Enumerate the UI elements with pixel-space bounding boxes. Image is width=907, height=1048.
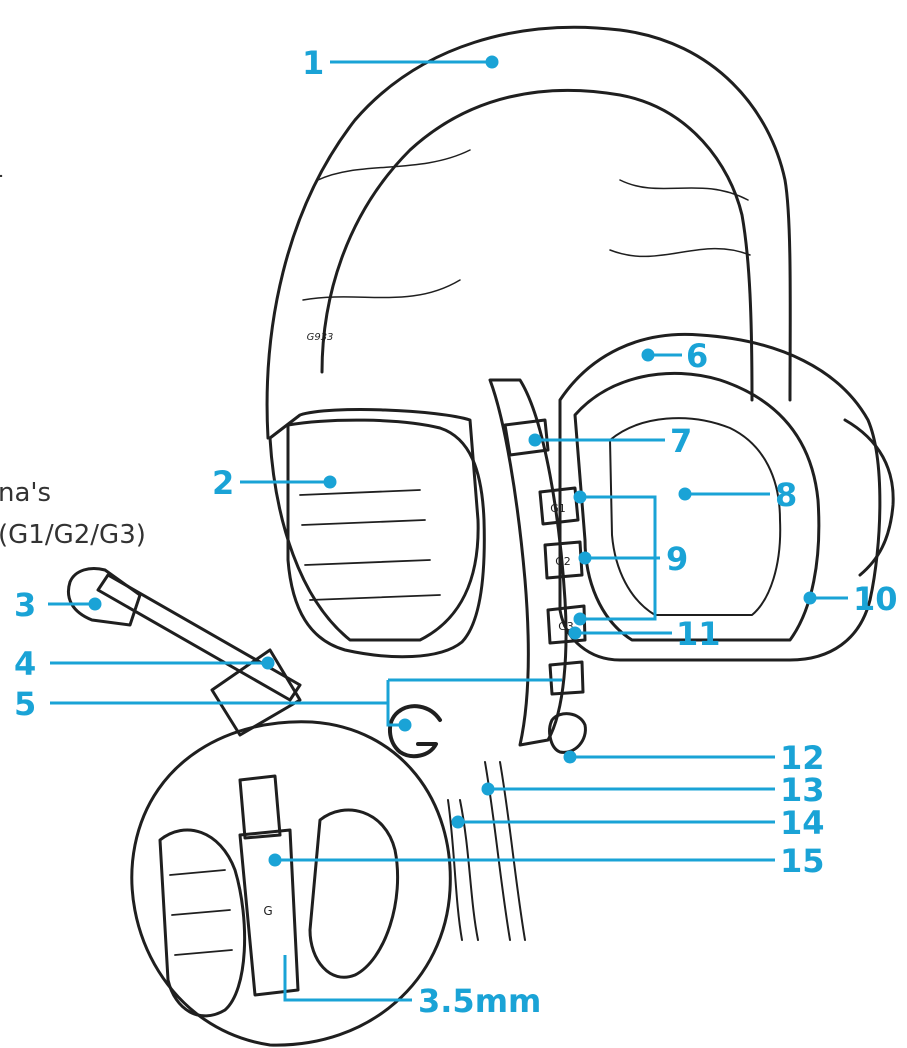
callout-line-6 <box>641 348 682 362</box>
callout-line-8 <box>678 487 770 501</box>
callout-14: 14 <box>780 804 825 842</box>
dongle-logo: G <box>263 904 272 918</box>
button-g3 <box>546 604 587 645</box>
mic-head <box>67 567 142 627</box>
button-g2-label: G2 <box>555 555 571 568</box>
left-text-line-1: na's <box>0 478 52 508</box>
button-g2 <box>543 540 584 580</box>
volume-wheel <box>548 712 587 754</box>
left-cup-logo <box>388 704 442 759</box>
button-strip <box>488 378 568 747</box>
cable-14 <box>447 799 479 941</box>
callout-line-5 <box>50 678 562 732</box>
mic-boom <box>96 573 302 702</box>
callout-11: 11 <box>676 615 721 653</box>
left-text-line-2: (G1/G2/G3) <box>0 520 146 550</box>
callout-line-jack <box>283 955 412 1002</box>
callout-10: 10 <box>853 580 898 618</box>
callout-jack: 3.5mm <box>418 982 541 1020</box>
callout-13: 13 <box>780 771 825 809</box>
left-earcup-plate <box>286 418 486 659</box>
button-g1-label: G1 <box>550 502 566 515</box>
callout-line-12 <box>563 750 775 764</box>
headband-stitch <box>302 149 751 301</box>
button-g1 <box>538 486 580 526</box>
callout-line-2 <box>240 475 337 489</box>
callout-7: 7 <box>670 422 692 460</box>
callout-line-7 <box>528 433 665 447</box>
callout-line-9 <box>573 490 660 626</box>
callout-line-4 <box>50 656 275 670</box>
magnifier-plate-grooves <box>169 869 233 956</box>
left-plate-grooves <box>299 489 441 601</box>
callout-1: 1 <box>302 44 324 82</box>
callout-9: 9 <box>666 540 688 578</box>
callout-15: 15 <box>780 842 825 880</box>
model-label: G933 <box>307 332 334 343</box>
callout-line-14 <box>451 815 775 829</box>
callout-3: 3 <box>14 586 36 624</box>
callout-12: 12 <box>780 739 825 777</box>
callout-line-10 <box>803 591 848 605</box>
callout-2: 2 <box>212 464 234 502</box>
magnifier-earcup <box>308 808 400 979</box>
magnifier-plate <box>158 828 247 1018</box>
button-7 <box>503 418 550 457</box>
callout-5: 5 <box>14 685 36 723</box>
callout-6: 6 <box>686 337 708 375</box>
callout-line-15 <box>268 853 775 867</box>
right-earcup-back <box>843 418 895 577</box>
button-mute <box>548 660 585 696</box>
callout-4: 4 <box>14 645 36 683</box>
left-slider <box>268 408 480 642</box>
callout-line-13 <box>481 782 775 796</box>
callout-line-1 <box>330 55 499 69</box>
left-text-mark: - <box>0 160 3 190</box>
right-earpad-inner <box>609 417 782 616</box>
magnifier-circle <box>130 720 452 1047</box>
callout-line-3 <box>48 597 102 611</box>
usb-dongle <box>238 828 300 997</box>
headband-outer <box>265 25 792 440</box>
callout-8: 8 <box>775 476 797 514</box>
right-earpad <box>573 371 821 642</box>
callout-line-11 <box>568 626 672 640</box>
right-earcup-shell <box>558 332 882 662</box>
usb-connector <box>238 774 282 840</box>
